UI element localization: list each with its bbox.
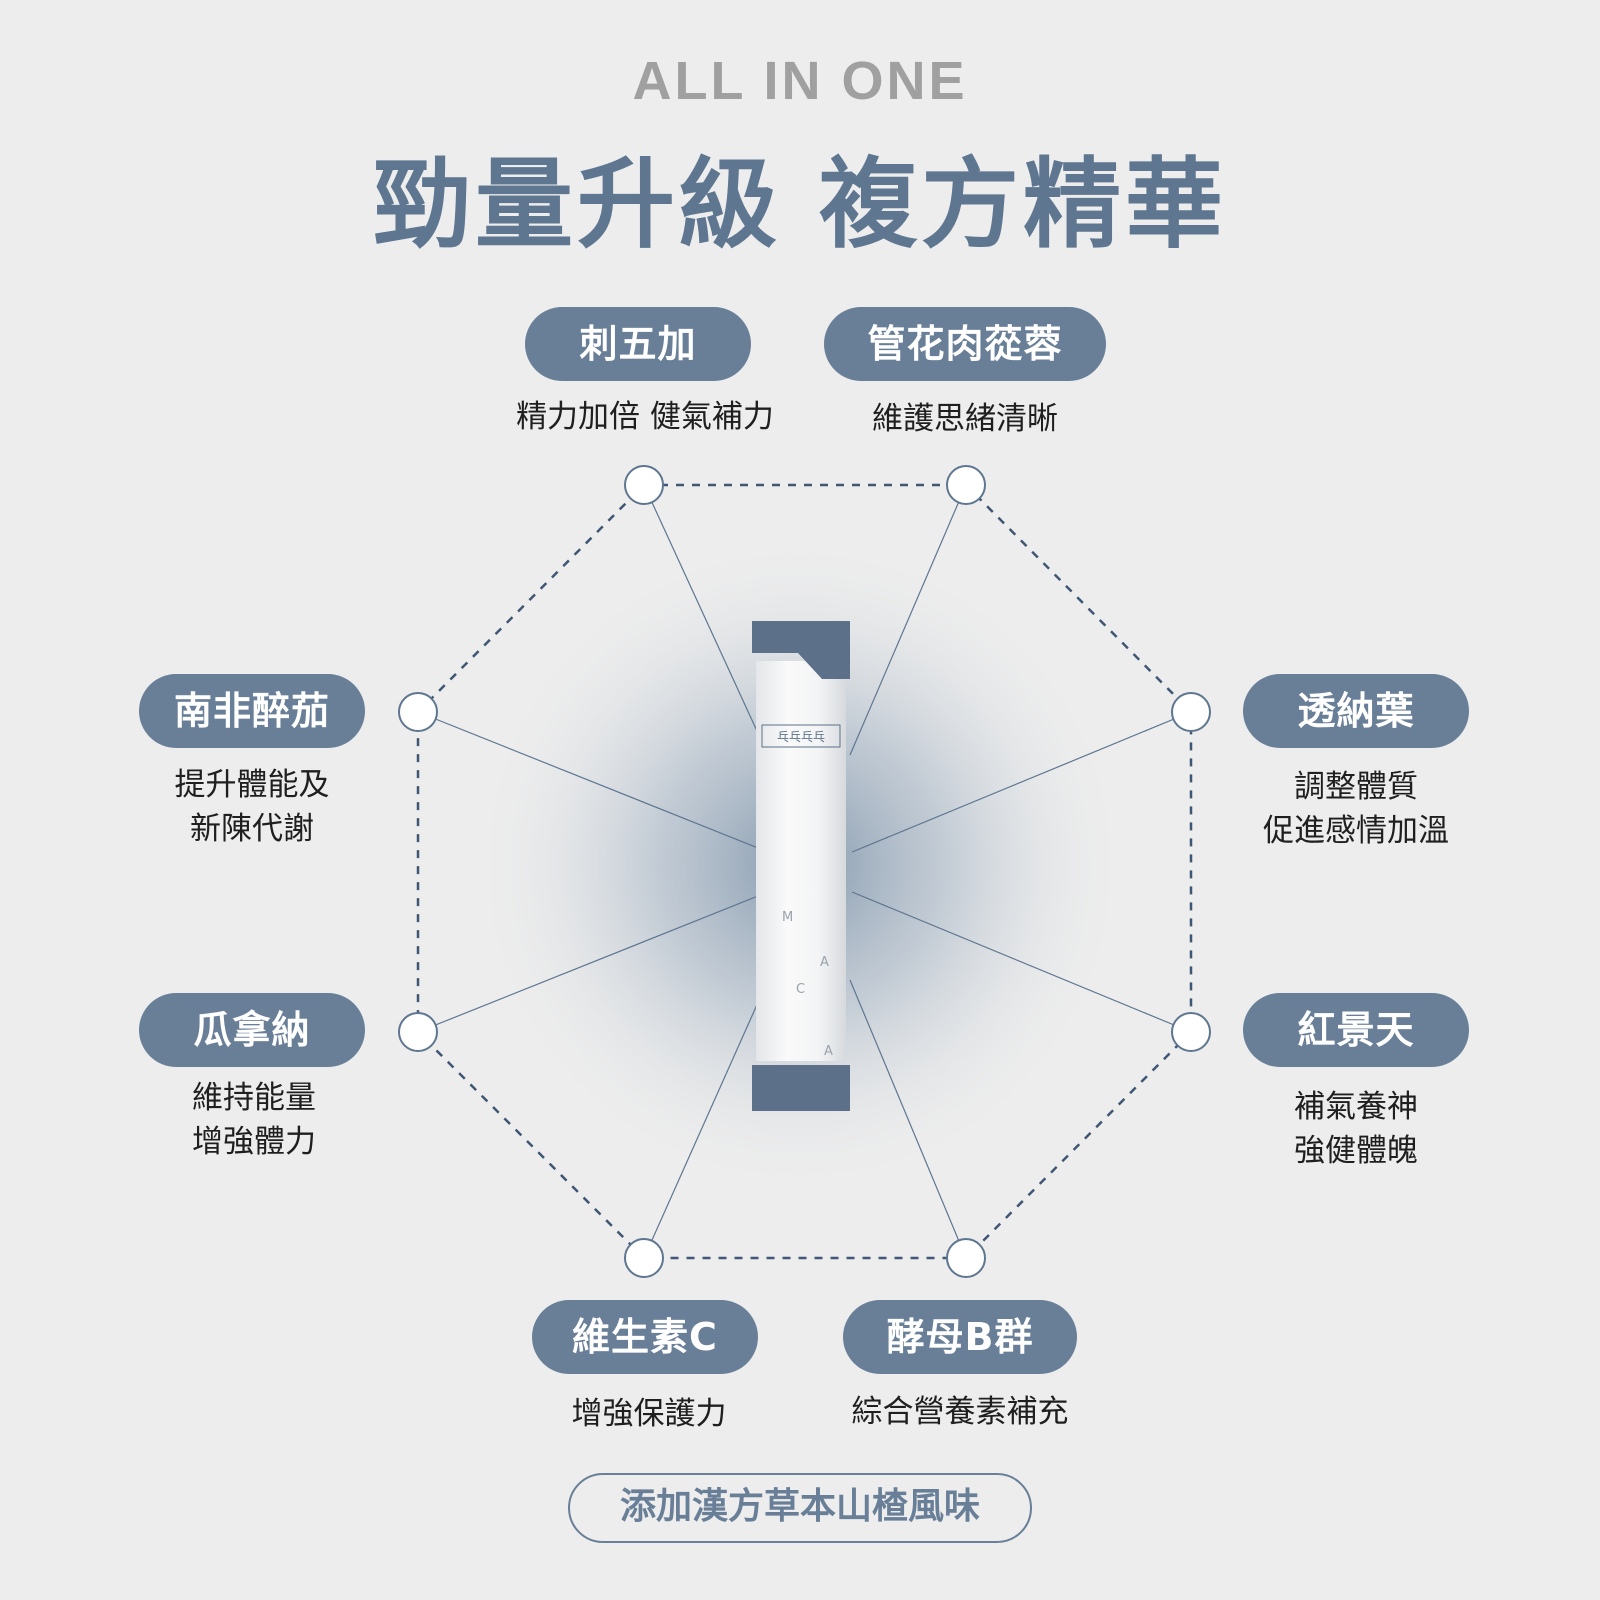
ingredient-pill-5: 瓜拿納 <box>139 993 365 1067</box>
spoke-line-7 <box>417 891 769 1033</box>
node-circle-5 <box>946 1238 986 1278</box>
ingredient-desc-6: 補氣養神 強健體魄 <box>1294 1089 1418 1169</box>
packet-letter-m: M <box>782 910 793 925</box>
subtitle: ALL IN ONE <box>632 51 968 111</box>
spoke-line-8 <box>417 711 769 853</box>
ingredient-desc-7: 增強保護力 <box>571 1396 727 1432</box>
ingredient-pill-8: 酵母B群 <box>843 1300 1077 1374</box>
node-circle-3 <box>1171 692 1211 732</box>
spoke-line-2 <box>849 484 967 756</box>
node-circle-6 <box>624 1238 664 1278</box>
spoke-line-3 <box>851 711 1192 853</box>
ingredient-desc-1: 精力加倍 健氣補力 <box>516 399 774 435</box>
ingredient-pill-1: 刺五加 <box>525 307 751 381</box>
ingredient-desc-2: 維護思緒清晰 <box>872 401 1058 437</box>
ingredient-pill-2: 管花肉蓯蓉 <box>824 307 1106 381</box>
packet-letter-a2: A <box>824 1044 833 1059</box>
spoke-line-5 <box>849 979 967 1259</box>
ingredient-pill-4: 透納葉 <box>1243 674 1469 748</box>
spoke-line-4 <box>851 891 1192 1033</box>
node-circle-2 <box>946 465 986 505</box>
packet-logo: 乓乓乓乓 <box>777 730 825 744</box>
product-packet: 乓乓乓乓 M A C A <box>752 621 850 1111</box>
ingredient-pill-6: 紅景天 <box>1243 993 1469 1067</box>
node-circle-8 <box>398 692 438 732</box>
ingredient-pill-7: 維生素C <box>532 1300 758 1374</box>
packet-letter-c: C <box>796 982 805 997</box>
node-circle-4 <box>1171 1012 1211 1052</box>
ingredient-pill-3: 南非醉茄 <box>139 674 365 748</box>
ingredient-desc-8: 綜合營養素補充 <box>851 1394 1069 1430</box>
ingredient-desc-3: 提升體能及 新陳代謝 <box>174 767 330 847</box>
ingredient-desc-4: 調整體質 促進感情加溫 <box>1263 769 1449 849</box>
packet-letter-a1: A <box>820 955 829 970</box>
spoke-line-6 <box>643 979 769 1259</box>
page-title: 勁量升級 複方精華 <box>372 148 1228 262</box>
node-circle-1 <box>624 465 664 505</box>
node-circle-7 <box>398 1012 438 1052</box>
flavor-note-badge: 添加漢方草本山楂風味 <box>568 1473 1032 1543</box>
ingredient-desc-5: 維持能量 增強體力 <box>192 1080 316 1160</box>
spoke-line-1 <box>643 484 769 756</box>
